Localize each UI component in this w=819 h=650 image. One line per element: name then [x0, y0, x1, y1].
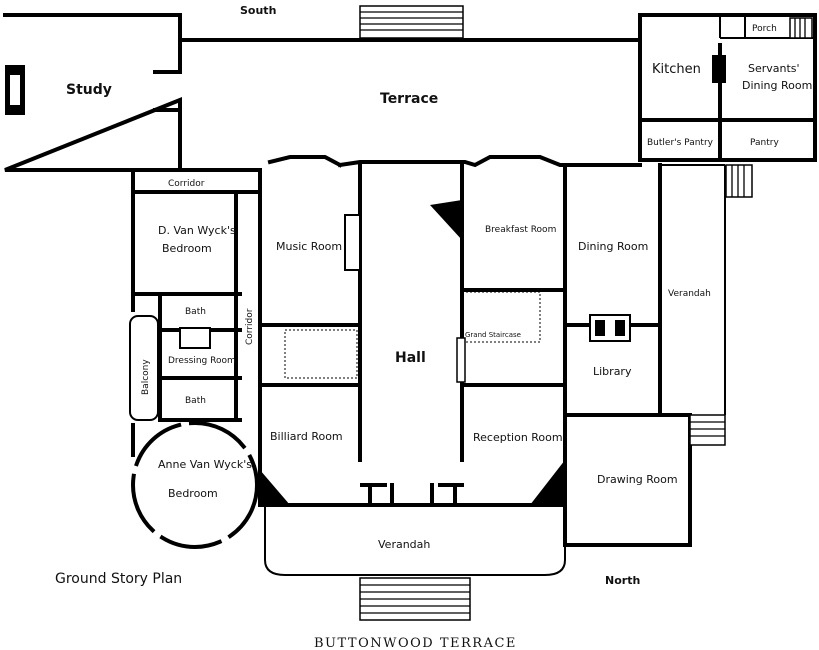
caption: BUTTONWOOD TERRACE	[314, 636, 517, 650]
room-dressing: Dressing Room	[168, 356, 236, 366]
room-verandah-north: Verandah	[378, 538, 430, 551]
room-balcony: Balcony	[141, 359, 151, 395]
room-butlers-pantry: Butler's Pantry	[647, 138, 714, 148]
room-kitchen: Kitchen	[652, 62, 701, 77]
room-bedroom2-2: Bedroom	[168, 487, 218, 500]
room-bedroom1-1: D. Van Wyck's	[158, 224, 236, 237]
room-bath-upper: Bath	[185, 307, 206, 317]
room-drawing: Drawing Room	[597, 473, 678, 486]
room-breakfast: Breakfast Room	[485, 225, 556, 235]
room-grand-staircase: Grand Staircase	[465, 331, 521, 339]
stairs	[284, 5, 813, 621]
plan-title: Ground Story Plan	[55, 571, 182, 587]
room-bath-lower: Bath	[185, 396, 206, 406]
room-billiard: Billiard Room	[270, 430, 343, 443]
room-bedroom1-2: Bedroom	[162, 242, 212, 255]
fireplaces	[5, 55, 726, 505]
room-library: Library	[593, 365, 632, 378]
room-study: Study	[66, 82, 112, 98]
room-corridor-side: Corridor	[245, 308, 255, 345]
compass-south: South	[240, 4, 276, 17]
room-hall: Hall	[395, 350, 426, 366]
room-terrace: Terrace	[380, 91, 438, 107]
room-servants-dining-2: Dining Room	[742, 79, 812, 92]
room-corridor-top: Corridor	[168, 179, 205, 189]
room-reception: Reception Room	[473, 431, 563, 444]
room-pantry: Pantry	[750, 138, 779, 148]
room-dining: Dining Room	[578, 240, 648, 253]
room-servants-dining-1: Servants'	[748, 62, 800, 75]
room-music: Music Room	[276, 240, 342, 253]
room-porch: Porch	[752, 24, 777, 34]
compass-north: North	[605, 574, 640, 587]
room-verandah-east: Verandah	[668, 289, 711, 299]
room-bedroom2-1: Anne Van Wyck's	[158, 458, 252, 471]
